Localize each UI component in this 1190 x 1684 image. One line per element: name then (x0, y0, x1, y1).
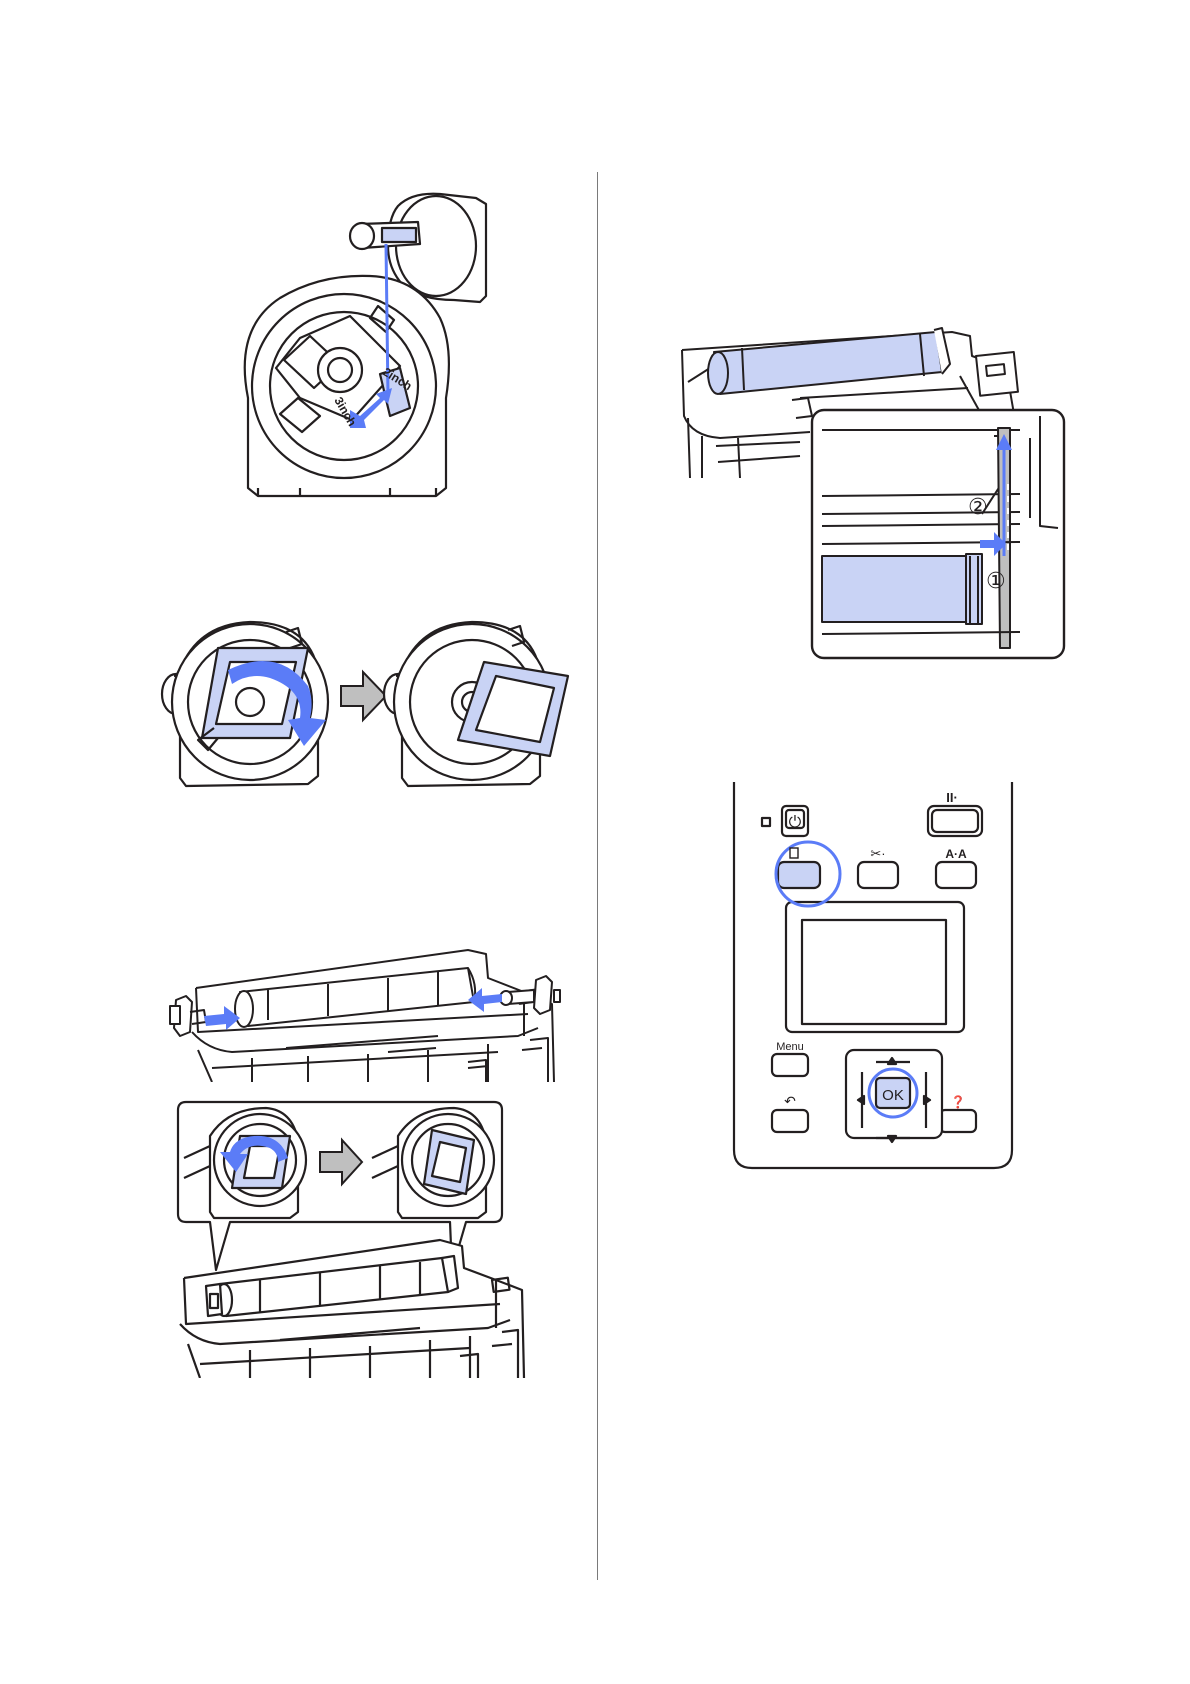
power-icon: ⏻ (789, 814, 802, 831)
menu-label: Menu (776, 1041, 804, 1053)
figure-adapter-size-lever: 2inch 3inch (240, 188, 500, 518)
help-icon: ❓ (951, 1095, 966, 1109)
figure-control-panel: ⏻ II· ✂· A·A Menu ↶ ❓ OK (730, 782, 1018, 1174)
step-1-marker: ① (986, 568, 1006, 593)
ok-label: OK (882, 1087, 904, 1104)
figure-paper-edge-alignment: ② ① (680, 318, 1070, 663)
pause-cancel-icon: II· (946, 790, 958, 805)
figure-insert-adapters (168, 932, 568, 1082)
back-icon: ↶ (784, 1093, 796, 1109)
column-divider (597, 172, 598, 1580)
aa-label: A·A (945, 847, 967, 861)
figure-lock-adapters (170, 1100, 568, 1378)
cut-feed-icon: ✂· (870, 846, 885, 861)
step-2-marker: ② (968, 494, 988, 519)
figure-adapter-lock-release (158, 600, 578, 790)
